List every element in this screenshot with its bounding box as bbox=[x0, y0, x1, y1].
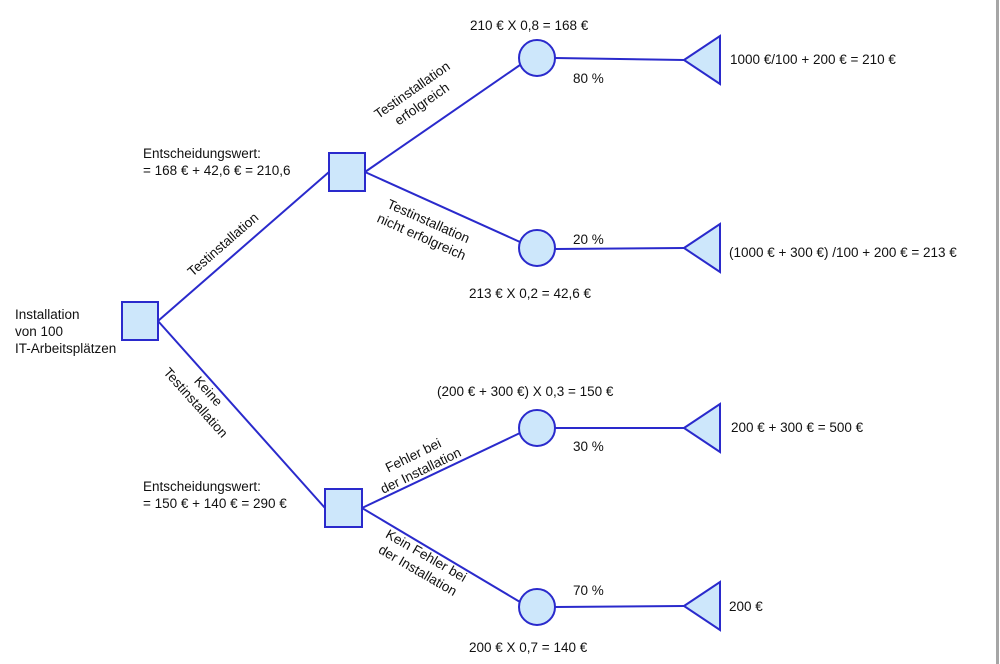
right-border bbox=[996, 0, 999, 664]
edges bbox=[157, 57, 685, 608]
no-test-decision-node bbox=[324, 488, 363, 528]
edge-chance2-to-outcome2 bbox=[554, 247, 685, 250]
outcome-node-2 bbox=[682, 222, 721, 274]
chance-calc-4: 200 € X 0,7 = 140 € bbox=[469, 640, 588, 655]
edge-root-to-no-test bbox=[157, 320, 326, 509]
probability-4: 70 % bbox=[573, 583, 604, 598]
test-decision-node bbox=[328, 152, 366, 192]
chance-node-fail bbox=[518, 229, 556, 267]
edge-notest-to-error bbox=[361, 432, 521, 509]
outcome-node-4 bbox=[682, 580, 721, 632]
chance-node-error bbox=[518, 409, 556, 447]
probability-1: 80 % bbox=[573, 71, 604, 86]
edge-chance4-to-outcome4 bbox=[554, 605, 685, 608]
decision-value-upper: Entscheidungswert: = 168 € + 42,6 € = 21… bbox=[143, 146, 291, 178]
chance-calc-2: 213 € X 0,2 = 42,6 € bbox=[469, 286, 591, 301]
decision-value-lower: Entscheidungswert: = 150 € + 140 € = 290… bbox=[143, 479, 287, 511]
edge-test-to-fail bbox=[364, 171, 521, 243]
outcome-value-2: (1000 € + 300 €) /100 + 200 € = 213 € bbox=[729, 245, 957, 260]
outcome-node-1 bbox=[682, 34, 721, 86]
probability-3: 30 % bbox=[573, 439, 604, 454]
edge-notest-to-noerror bbox=[361, 507, 521, 603]
chance-node-no-error bbox=[518, 588, 556, 626]
edge-root-to-test bbox=[157, 171, 330, 322]
outcome-value-3: 200 € + 300 € = 500 € bbox=[731, 420, 864, 435]
outcome-value-1: 1000 €/100 + 200 € = 210 € bbox=[730, 52, 896, 67]
outcome-value-4: 200 € bbox=[729, 599, 763, 614]
outcome-node-3 bbox=[682, 402, 721, 454]
chance-calc-1: 210 € X 0,8 = 168 € bbox=[470, 18, 589, 33]
chance-node-success bbox=[518, 39, 556, 77]
probability-2: 20 % bbox=[573, 232, 604, 247]
edge-chance1-to-outcome1 bbox=[554, 57, 685, 61]
chance-calc-3: (200 € + 300 €) X 0,3 = 150 € bbox=[437, 384, 614, 399]
root-decision-node bbox=[121, 301, 159, 341]
edge-test-to-success bbox=[364, 64, 521, 173]
root-label: Installation von 100 IT-Arbeitsplätzen bbox=[15, 307, 117, 356]
